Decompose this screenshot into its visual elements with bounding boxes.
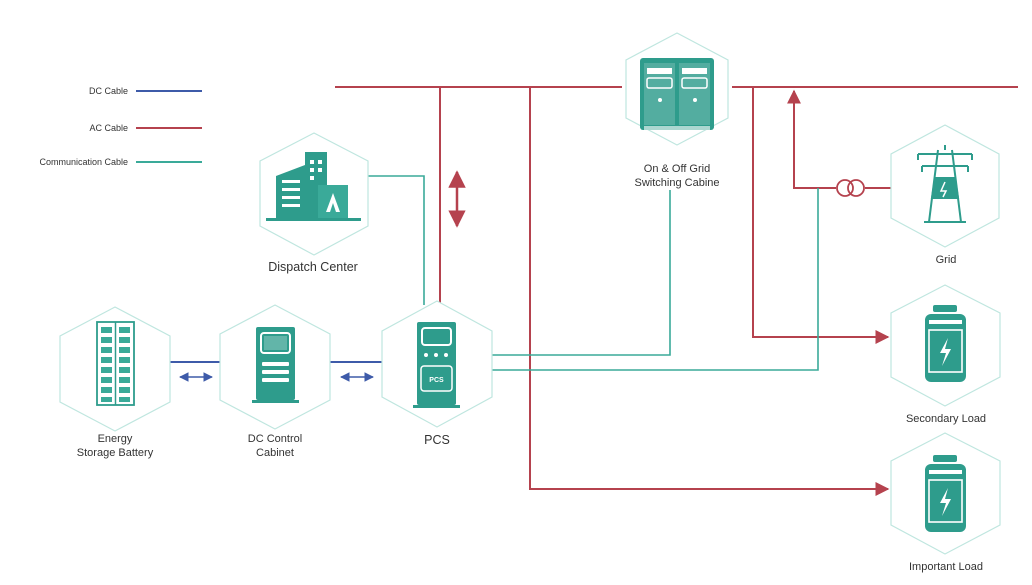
energy-storage-battery-label-line1: Energy	[98, 433, 133, 445]
comm-cable-dispatch	[368, 175, 425, 305]
dc-control-cabinet-label-line1: DC Control	[248, 433, 302, 445]
comm-cable-switching	[492, 190, 671, 356]
transmission-tower-icon	[917, 145, 973, 223]
grid-label: Grid	[936, 254, 957, 266]
control-cabinet-icon	[252, 327, 299, 403]
dc-cables	[170, 361, 382, 382]
dc-control-cabinet-label-line2: Cabinet	[256, 447, 294, 459]
switching-cabinet-label-line1: On & Off Grid	[644, 163, 710, 175]
legend-dc-cable-label: DC Cable	[89, 86, 128, 96]
battery-rack-icon	[96, 321, 135, 406]
ac-cable-important-load	[529, 87, 890, 496]
battery-load-icon	[925, 305, 966, 382]
legend: DC Cable AC Cable Communication Cable	[39, 86, 202, 167]
ac-cable-grid-feed	[787, 89, 836, 189]
legend-communication-cable-label: Communication Cable	[39, 157, 128, 167]
energy-storage-battery-label-line2: Storage Battery	[77, 447, 154, 459]
ac-cables	[335, 86, 1018, 496]
pcs-label: PCS	[424, 433, 450, 447]
important-load-label: Important Load	[909, 561, 983, 573]
battery-load-icon	[925, 455, 966, 532]
switching-cabinet-label-line2: Switching Cabine	[635, 177, 720, 189]
building-icon	[266, 152, 361, 221]
legend-ac-cable-label: AC Cable	[89, 123, 128, 133]
transformer-icon	[836, 179, 865, 197]
pcs-cabinet-icon: PCS	[413, 322, 460, 408]
dispatch-center-label: Dispatch Center	[268, 260, 358, 274]
ac-cable-secondary-load	[752, 87, 890, 344]
switchgear-cabinet-icon	[640, 58, 714, 130]
comm-cable-grid	[492, 188, 819, 371]
secondary-load-label: Secondary Load	[906, 413, 986, 425]
pcs-device-text: PCS	[429, 377, 444, 384]
communication-cables	[368, 175, 819, 371]
